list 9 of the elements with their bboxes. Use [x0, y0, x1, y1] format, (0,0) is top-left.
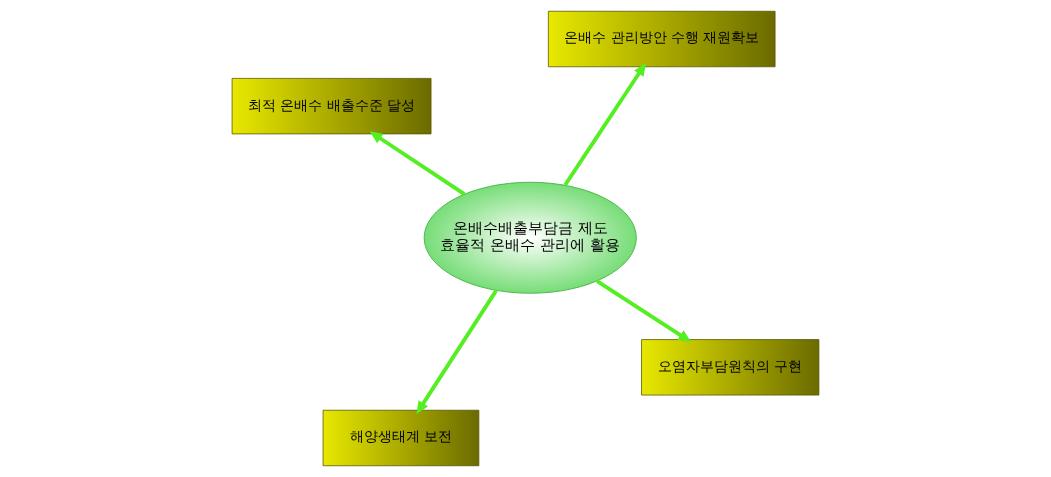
arrow: [563, 62, 646, 187]
node-box: 온배수 관리방안 수행 재원확보: [547, 10, 776, 68]
node-box: 해양생태계 보전: [322, 409, 480, 467]
node-box: 최적 온배수 배출수준 달성: [231, 78, 432, 135]
arrow: [416, 289, 498, 415]
node-box: 오염자부담원칙의 구현: [641, 339, 820, 396]
arrow: [369, 131, 466, 196]
arrow: [596, 279, 692, 343]
node-ellipse: 온배수배출부담금 제도 효율적 온배수 관리에 활용: [423, 181, 637, 294]
